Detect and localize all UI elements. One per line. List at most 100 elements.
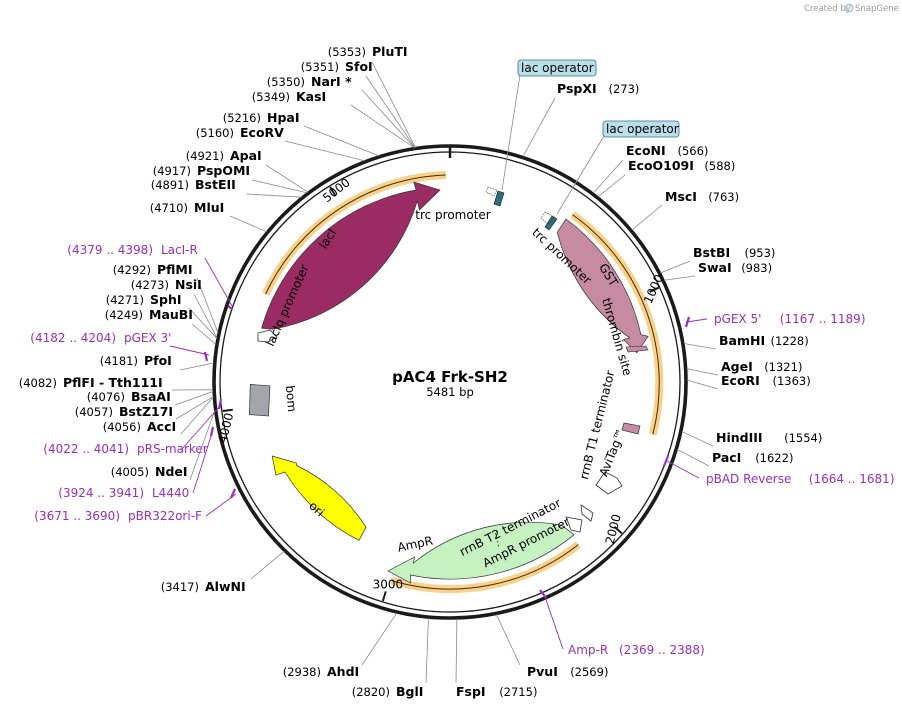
primer-name: L4440 xyxy=(152,486,189,500)
site-pfoi: (4181)PfoI xyxy=(100,353,214,371)
site-position: (5351) xyxy=(301,60,339,74)
site-leader-line xyxy=(495,614,521,666)
bom-feature-block xyxy=(249,384,271,417)
site-leader-line xyxy=(455,618,458,684)
site-name: AccI xyxy=(147,419,176,434)
primer-pgex-3-: (4182 .. 4204)pGEX 3' xyxy=(30,331,210,362)
primer-binding-mark xyxy=(209,426,215,437)
site-leader-line xyxy=(686,379,719,390)
thrombin-site-block xyxy=(625,345,649,353)
site-position: (2820) xyxy=(352,685,390,699)
site-name: HpaI xyxy=(267,110,300,125)
operator-text: lac operator xyxy=(521,61,594,75)
primer-range: (3671 .. 3690) xyxy=(34,509,120,523)
site-position: (4249) xyxy=(105,308,143,322)
site-leader-line xyxy=(174,391,214,406)
orf-highlights xyxy=(261,171,664,594)
site-position: (4181) xyxy=(100,354,138,368)
site-position: (2938) xyxy=(283,665,321,679)
primer-name: LacI-R xyxy=(161,243,198,257)
laciq-promoter-arrow xyxy=(257,329,278,343)
site-agei: AgeI(1321) xyxy=(686,359,802,376)
site-position: (4273) xyxy=(131,278,169,292)
tick-mark xyxy=(649,286,660,293)
feature-label-bom: bom xyxy=(283,385,299,413)
primer-pbad-reverse: pBAD Reverse(1664 .. 1681) xyxy=(662,455,895,486)
restriction-sites: (5353)PluTI(5351)SfoI(5350)NarI *(5349)K… xyxy=(19,44,823,699)
rrnb-t1-terminator-arrow xyxy=(595,471,623,495)
site-name: EcoNI xyxy=(626,143,666,158)
site-name: NsiI xyxy=(175,277,202,292)
tick-label: 1000 xyxy=(641,272,666,306)
primer-range: (4182 .. 4204) xyxy=(30,331,116,345)
site-name: AlwNI xyxy=(205,579,246,594)
feature-label-ampr: AmpR xyxy=(396,534,434,555)
site-name: BamHI xyxy=(719,333,765,348)
site-name: SfoI xyxy=(345,59,373,74)
site-nsii: (4273) NsiI xyxy=(131,277,218,339)
site-ahdi: (2938)AhdI xyxy=(283,612,398,679)
site-position: (4082) xyxy=(19,376,57,390)
site-position: (5349) xyxy=(252,90,290,104)
site-name: PacI xyxy=(712,450,741,465)
primer-range: (4379 .. 4398) xyxy=(67,243,153,257)
primer-leader-line xyxy=(192,429,214,494)
site-position: (5216) xyxy=(223,111,261,125)
primer-amp-r: Amp-R(2369 .. 2388) xyxy=(539,589,705,657)
operator-leader-line xyxy=(501,74,521,191)
site-maubi: (4249) MauBI xyxy=(105,307,217,345)
primers: (4379 .. 4398) LacI-R (4182 .. 4204)pGEX 3… xyxy=(30,243,894,657)
site-position: (566) xyxy=(678,144,709,158)
site-pluti: (5353)PluTI xyxy=(328,44,416,148)
primer-name: pBR322ori-F xyxy=(128,509,202,523)
site-leader-line xyxy=(350,104,415,149)
site-name: PluTI xyxy=(372,44,408,59)
primer-leader-line xyxy=(666,460,700,479)
site-name: SphI xyxy=(150,292,182,307)
primer-name: pRS-marker xyxy=(137,442,208,456)
site-leader-line xyxy=(189,410,216,481)
primer-binding-mark xyxy=(217,398,223,410)
site-bamhi: BamHI (1228) xyxy=(683,333,809,350)
primer-range: (4022 .. 4041) xyxy=(43,442,129,456)
site-name: PflMI xyxy=(157,262,193,277)
primer-range: (1167 .. 1189) xyxy=(780,312,866,326)
site-hpai: (5216) HpaI xyxy=(223,110,380,157)
site-position: (4005) xyxy=(111,465,149,479)
tick-mark xyxy=(381,591,387,602)
plasmid-length: 5481 bp xyxy=(426,385,474,399)
site-name: BsaAI xyxy=(131,389,171,404)
site-position: (5160) xyxy=(196,126,234,140)
site-leader-line xyxy=(686,368,719,376)
site-name: MauBI xyxy=(149,307,193,322)
site-position: (763) xyxy=(708,190,739,204)
site-leader-line xyxy=(245,193,302,198)
site-name: BglI xyxy=(396,684,423,699)
site-acci: (4056)AccI xyxy=(103,396,214,435)
backbone-outer-strand xyxy=(212,144,688,620)
site-leader-line xyxy=(631,204,663,231)
site-pspomi: (4917)PspOMI xyxy=(153,163,308,194)
tick-mark xyxy=(222,408,233,412)
site-sfoi: (5351) SfoI xyxy=(301,59,416,148)
site-name: NdeI xyxy=(155,464,188,479)
site-position: (4271) xyxy=(106,293,144,307)
site-ecoo109i: EcoO109I(588) xyxy=(597,158,735,198)
site-position: (4891) xyxy=(151,178,189,192)
site-leader-line xyxy=(188,307,218,339)
site-econi: EcoNI (566) xyxy=(592,143,709,194)
site-position: (1228) xyxy=(771,334,809,348)
primer-leader-line xyxy=(685,318,708,323)
site-name: AgeI xyxy=(721,359,753,374)
site-leader-line xyxy=(663,275,696,281)
site-leader-line xyxy=(250,550,285,580)
site-leader-line xyxy=(677,449,710,467)
site-leader-line xyxy=(284,140,365,162)
primer-binding-mark xyxy=(684,316,691,328)
site-leader-line xyxy=(229,215,267,233)
credit-brand: SnapGene xyxy=(855,4,899,14)
site-position: (4710) xyxy=(150,201,188,215)
site-leader-line xyxy=(180,396,214,435)
primer-range: (3924 .. 3941) xyxy=(58,486,144,500)
